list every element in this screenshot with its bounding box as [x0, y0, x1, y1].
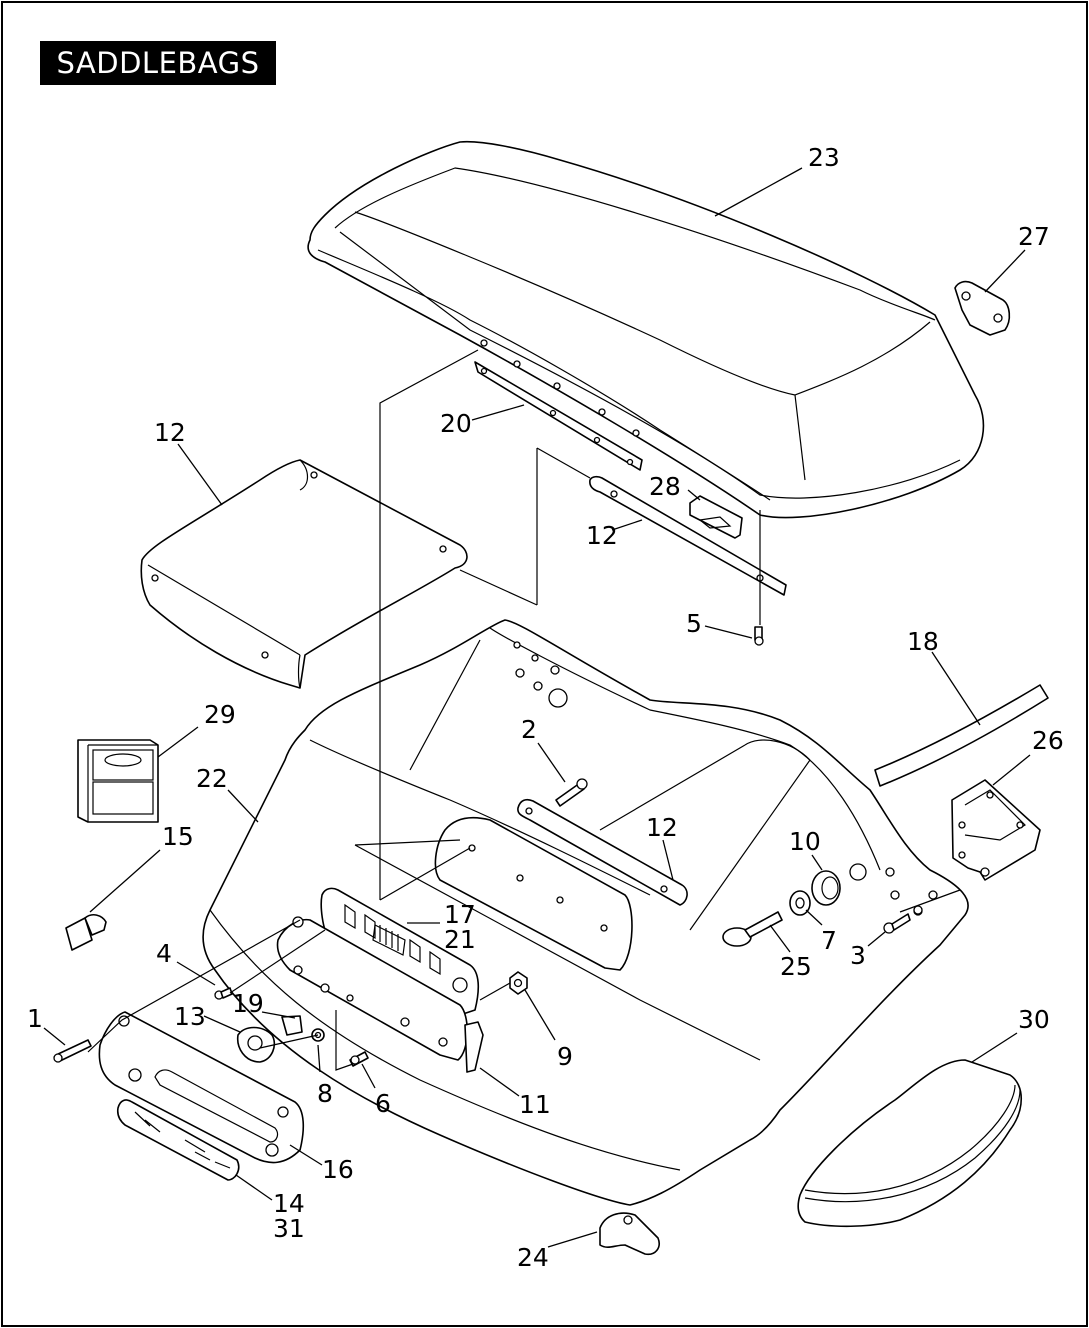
callout-27: 27 [1018, 222, 1050, 251]
part-16-handle-housing [98, 1011, 305, 1164]
part-26-mount-bracket [951, 779, 1041, 881]
part-9-nut [509, 971, 528, 995]
part-12-strip-upper [589, 475, 787, 596]
part-7-washer [789, 890, 811, 916]
callout-7: 7 [821, 926, 837, 955]
callout-12-center: 12 [646, 813, 678, 842]
callout-6: 6 [375, 1089, 391, 1118]
callout-3: 3 [850, 941, 866, 970]
callout-13: 13 [174, 1002, 206, 1031]
part-5-screw [754, 626, 764, 646]
callout-22: 22 [196, 764, 228, 793]
callout-12-left: 12 [154, 418, 186, 447]
callout-30: 30 [1018, 1005, 1050, 1034]
part-28-label [689, 495, 743, 539]
guide-lines [87, 349, 961, 1071]
part-10-grommet [811, 870, 841, 906]
callout-17: 17 [444, 900, 476, 929]
part-12-strip-center [517, 798, 688, 906]
callout-24: 24 [517, 1243, 549, 1272]
callout-8: 8 [317, 1079, 333, 1108]
part-17-21-latch-mechanism [320, 887, 480, 1016]
callout-11: 11 [519, 1090, 551, 1119]
callout-26: 26 [1032, 726, 1064, 755]
callout-labels: 23 27 20 12 28 12 5 18 29 2 26 22 12 15 … [27, 143, 1064, 1272]
callout-31: 31 [273, 1214, 305, 1243]
part-27-hinge-bracket [954, 280, 1011, 336]
callout-1: 1 [27, 1004, 43, 1033]
callout-20: 20 [440, 409, 472, 438]
part-1-screw [53, 1039, 92, 1063]
callout-16: 16 [322, 1155, 354, 1184]
part-20-strip [474, 361, 643, 471]
callout-10: 10 [789, 827, 821, 856]
part-2-screw [555, 778, 588, 807]
part-11-latch-lever [464, 1021, 484, 1073]
callout-4: 4 [156, 939, 172, 968]
part-4-screw [214, 987, 233, 1000]
callout-19: 19 [232, 989, 264, 1018]
part-18-weatherstrip [874, 684, 1049, 787]
leader-lines [43, 167, 1031, 1248]
callout-21: 21 [444, 925, 476, 954]
part-15-key [65, 913, 107, 951]
part-latch-frame [434, 816, 633, 971]
part-25-clip [722, 911, 783, 947]
part-23-lid [307, 140, 985, 519]
callout-25: 25 [780, 952, 812, 981]
callout-2: 2 [521, 715, 537, 744]
callout-15: 15 [162, 822, 194, 851]
part-14-31-emblem [116, 1099, 240, 1181]
callout-18: 18 [907, 627, 939, 656]
part-24-clip [599, 1212, 660, 1256]
part-3-screw [883, 905, 923, 934]
callout-14: 14 [273, 1189, 305, 1218]
part-13-lock-cylinder [236, 1015, 303, 1063]
part-29-decal [77, 739, 159, 823]
callout-28: 28 [649, 472, 681, 501]
page-title: SADDLEBAGS [40, 41, 276, 85]
callout-9: 9 [557, 1042, 573, 1071]
callout-12-upper: 12 [586, 521, 618, 550]
callout-29: 29 [204, 700, 236, 729]
part-30-liner-pouch [797, 1059, 1022, 1228]
part-12-liner-left [140, 459, 468, 689]
part-6-screw [349, 1051, 369, 1067]
callout-23: 23 [808, 143, 840, 172]
callout-5: 5 [686, 609, 702, 638]
